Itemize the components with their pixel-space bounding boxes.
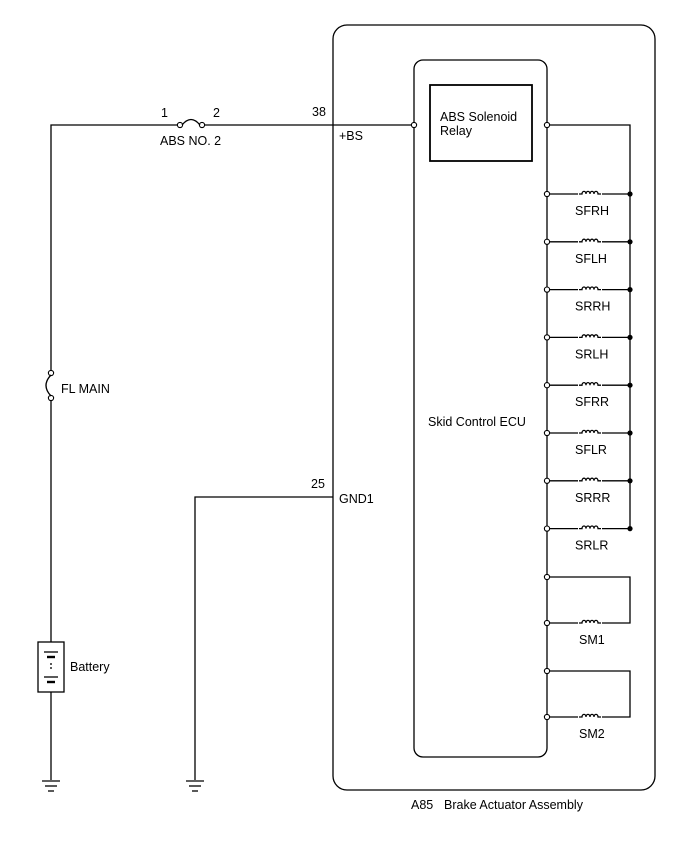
solenoid-label: SRRH bbox=[575, 300, 610, 314]
pin-gnd1-label: GND1 bbox=[339, 492, 374, 506]
gnd1-wire bbox=[186, 496, 333, 792]
terminal-node bbox=[543, 525, 551, 532]
coil-icon bbox=[579, 429, 601, 434]
terminal-node bbox=[543, 619, 551, 627]
coil-icon bbox=[579, 238, 601, 243]
junction-dot bbox=[627, 430, 633, 436]
fuse-abs-pin1-label: 1 bbox=[161, 106, 168, 120]
terminal-node bbox=[543, 190, 551, 198]
motor-sm1: SM1 bbox=[543, 573, 631, 647]
coil-icon bbox=[579, 619, 601, 624]
solenoid-srrr: SRRR bbox=[543, 475, 633, 505]
relay-label-line1: ABS Solenoid bbox=[440, 110, 517, 124]
coil-icon bbox=[579, 382, 601, 386]
junction-dot bbox=[627, 334, 633, 340]
coil-icon bbox=[579, 190, 601, 195]
assembly-code-label: A85 bbox=[411, 798, 433, 812]
solenoid-label: SRLR bbox=[575, 539, 608, 553]
abs-solenoid-relay-box bbox=[429, 84, 533, 162]
fuse-main-label: FL MAIN bbox=[61, 382, 110, 396]
ground-symbol-battery bbox=[42, 780, 60, 792]
battery-symbol bbox=[37, 641, 65, 780]
pin-bs-label: +BS bbox=[339, 129, 363, 143]
solenoid-srlh: SRLH bbox=[543, 332, 633, 361]
pin-38-label: 38 bbox=[312, 105, 326, 119]
solenoid-label: SFLH bbox=[575, 252, 607, 266]
solenoid-sflr: SFLR bbox=[543, 428, 633, 457]
terminal-node bbox=[543, 573, 551, 581]
battery-label: Battery bbox=[70, 660, 110, 674]
solenoid-label: SFRR bbox=[575, 395, 609, 409]
solenoid-label: SFLR bbox=[575, 443, 607, 457]
solenoid-sfrr: SFRR bbox=[543, 380, 633, 409]
terminal-node bbox=[543, 382, 551, 389]
junction-dot bbox=[627, 239, 633, 245]
assembly-name-label: Brake Actuator Assembly bbox=[444, 798, 584, 812]
junction-dot bbox=[627, 382, 633, 388]
coil-icon bbox=[579, 525, 601, 530]
terminal-node bbox=[543, 713, 551, 721]
terminal-node bbox=[543, 334, 551, 341]
motor-sm2: SM2 bbox=[543, 667, 631, 741]
motor-label: SM1 bbox=[579, 633, 605, 647]
coil-icon bbox=[579, 713, 601, 718]
terminal-node bbox=[543, 477, 551, 484]
terminal-node bbox=[543, 238, 551, 245]
pin-25-label: 25 bbox=[311, 477, 325, 491]
terminal-node bbox=[543, 667, 551, 675]
solenoid-sflh: SFLH bbox=[543, 236, 633, 266]
junction-dot bbox=[627, 526, 633, 532]
solenoid-label: SFRH bbox=[575, 204, 609, 218]
coil-icon bbox=[579, 477, 601, 482]
coil-icon bbox=[579, 286, 601, 291]
ecu-label: Skid Control ECU bbox=[428, 415, 526, 429]
solenoid-sfrh: SFRH bbox=[543, 189, 633, 218]
solenoid-label: SRRR bbox=[575, 491, 610, 505]
skid-control-ecu-box bbox=[413, 59, 548, 758]
fuse-abs-pin2-label: 2 bbox=[213, 106, 220, 120]
fuse-abs-label: ABS NO. 2 bbox=[160, 134, 221, 148]
fl-main-fuse bbox=[45, 369, 55, 642]
solenoid-srlr: SRLR bbox=[543, 523, 633, 553]
terminal-node bbox=[543, 429, 551, 437]
relay-label-line2: Relay bbox=[440, 124, 473, 138]
solenoid-group: SFRH SFLH SRRH SRLH SFRR SFLR SRRR SRLR bbox=[543, 189, 633, 553]
junction-dot bbox=[627, 191, 633, 197]
coil-icon bbox=[579, 334, 601, 339]
junction-dot bbox=[627, 478, 633, 484]
motor-label: SM2 bbox=[579, 727, 605, 741]
terminal-node bbox=[543, 286, 551, 293]
power-wire bbox=[50, 118, 631, 528]
solenoid-label: SRLH bbox=[575, 347, 608, 361]
brake-actuator-assembly-box bbox=[332, 24, 656, 791]
junction-dot bbox=[627, 287, 633, 293]
solenoid-srrh: SRRH bbox=[543, 284, 633, 314]
